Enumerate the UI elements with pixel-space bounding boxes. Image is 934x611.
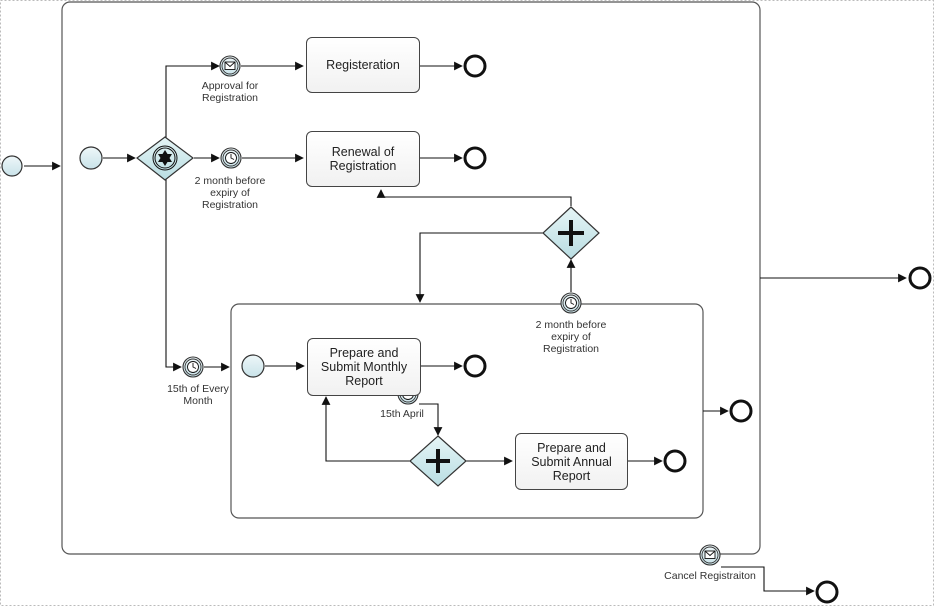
cancel-message-event[interactable]	[699, 544, 721, 566]
cancel-label: Cancel Registraiton	[664, 570, 756, 582]
renewal-timer-label: 2 month before expiry of Registration	[194, 175, 266, 211]
monthly-timer-event[interactable]	[182, 356, 204, 378]
task-renewal[interactable]: Renewal of Registration	[306, 131, 420, 187]
task-annual-report[interactable]: Prepare and Submit Annual Report	[515, 433, 628, 490]
flow-gateway-monthly-timer	[165, 174, 182, 372]
end-event-renewal[interactable]	[463, 146, 487, 170]
flow-gateway-monthly-loop	[321, 396, 410, 462]
subprocess-timer-label: 2 month before expiry of Registration	[535, 319, 607, 355]
message-envelope-icon	[704, 550, 716, 559]
timer-clock-icon	[225, 152, 237, 164]
inner-start-event[interactable]	[241, 354, 265, 378]
subprocess-timer-event[interactable]	[560, 292, 582, 314]
renewal-timer-event[interactable]	[220, 147, 242, 169]
plus-icon	[426, 449, 450, 473]
star-icon	[158, 150, 172, 166]
task-monthly-report[interactable]: Prepare and Submit Monthly Report	[307, 338, 421, 396]
end-event-registration[interactable]	[463, 54, 487, 78]
outer-start-event[interactable]	[79, 146, 103, 170]
task-registration[interactable]: Registeration	[306, 37, 420, 93]
inner-subprocess[interactable]	[230, 303, 704, 519]
end-event-monthly[interactable]	[463, 354, 487, 378]
sequence-flows	[24, 61, 907, 596]
parallel-gateway-top[interactable]	[542, 206, 600, 260]
plus-icon	[558, 220, 584, 246]
message-envelope-icon	[224, 61, 236, 70]
main-start-event[interactable]	[1, 155, 23, 177]
flow-gateway-subprocess	[415, 232, 543, 303]
approval-label: Approval for Registration	[201, 80, 259, 104]
parallel-gateway-bottom[interactable]	[409, 435, 467, 487]
timer-clock-icon	[565, 297, 577, 309]
monthly-timer-label: 15th of Every Month	[167, 383, 229, 407]
flow-cancel-end	[721, 566, 815, 596]
approval-message-event[interactable]	[219, 55, 241, 77]
flow-gateway-approval	[165, 61, 220, 142]
timer-clock-icon	[187, 361, 199, 373]
april-timer-label: 15th April	[380, 408, 424, 420]
end-event-outer[interactable]	[908, 266, 932, 290]
flow-gateway-renewal	[376, 189, 572, 206]
end-event-annual[interactable]	[663, 449, 687, 473]
flow-april-gateway	[419, 403, 443, 436]
event-based-gateway[interactable]	[136, 136, 194, 181]
end-event-cancel[interactable]	[815, 580, 839, 604]
end-event-inner-subprocess[interactable]	[729, 399, 753, 423]
